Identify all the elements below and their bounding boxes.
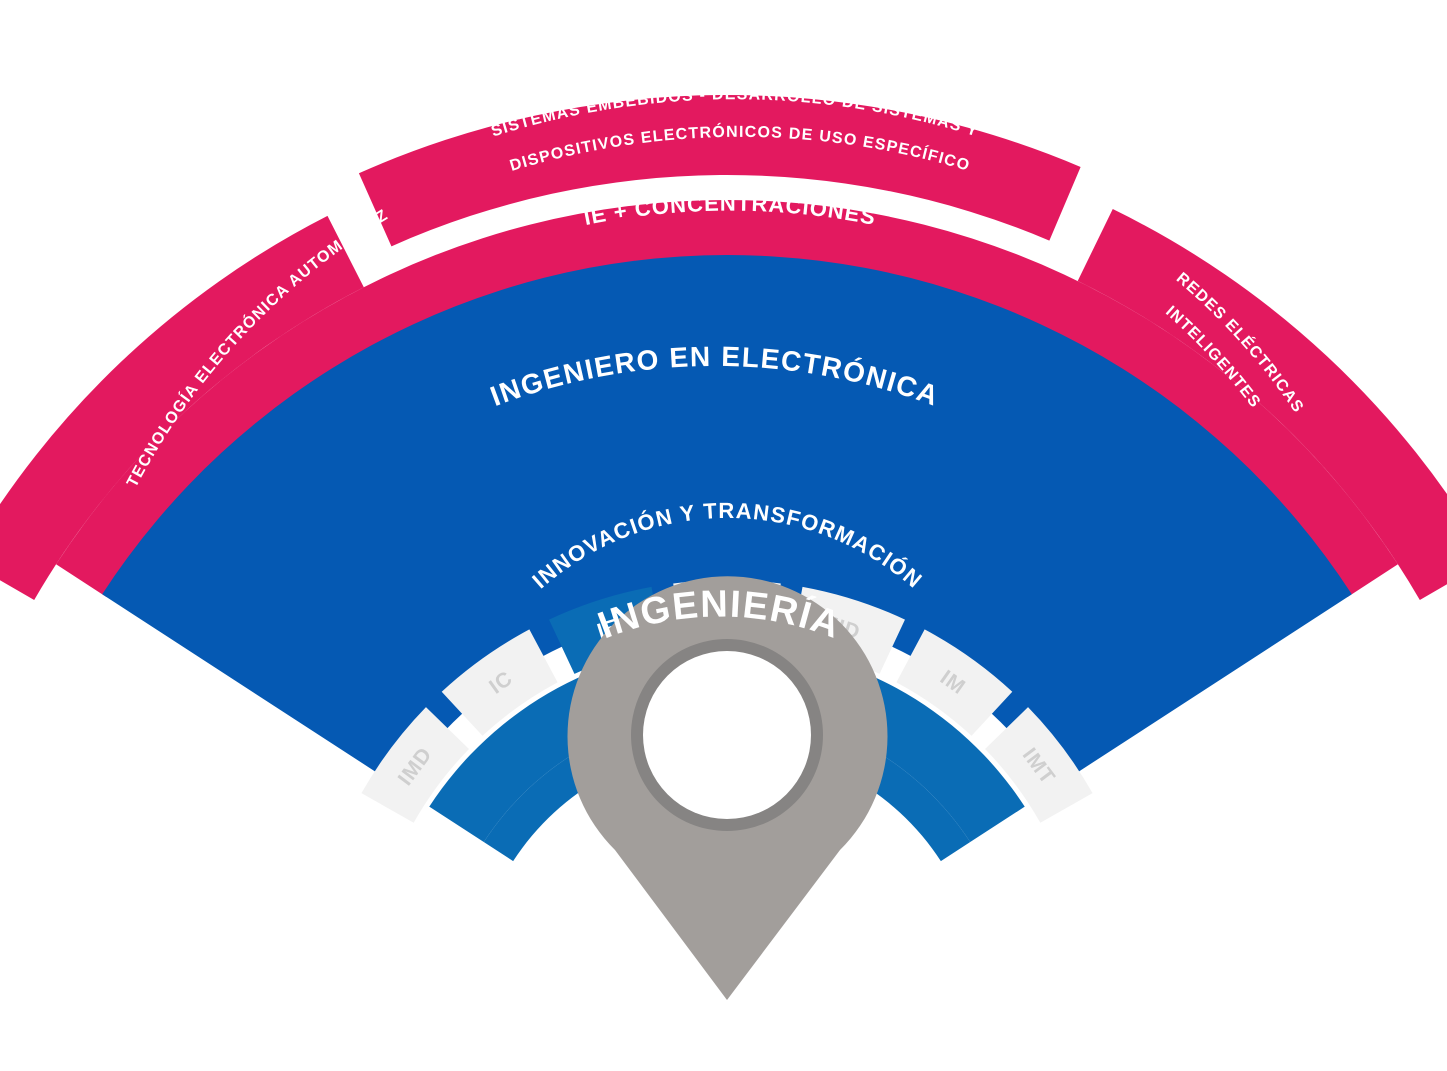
segment-imd [361,707,469,823]
ingeniero-band [102,255,1352,788]
pink-segment-right [1077,209,1447,600]
concentraciones-band [56,200,1398,597]
segment-im [896,629,1013,736]
outer-concentration-band [0,95,1447,600]
segment-ic [441,629,558,736]
location-pin-icon [567,576,888,1000]
segment-imt [985,707,1093,823]
pink-segment-left [0,215,364,600]
pink-segment-middle [358,95,1081,247]
